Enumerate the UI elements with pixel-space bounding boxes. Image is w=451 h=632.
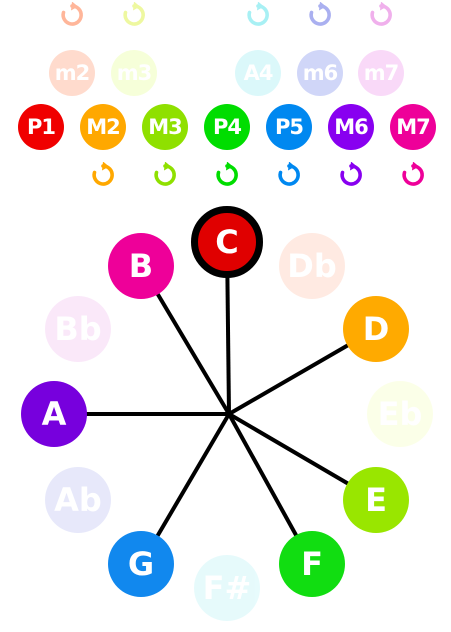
interval-button-m2[interactable]: m2 (49, 50, 95, 96)
interval-button-A4-label: A4 (243, 61, 274, 85)
note-Db[interactable]: Db (279, 233, 345, 299)
cycle-P4-icon[interactable] (213, 161, 241, 190)
interval-button-m3[interactable]: m3 (111, 50, 157, 96)
interval-button-m7[interactable]: m7 (358, 50, 404, 96)
cycle-M3-icon[interactable] (151, 161, 179, 190)
cycle-m6-icon[interactable] (306, 1, 334, 30)
note-A[interactable]: A (21, 381, 87, 447)
note-Db-label: Db (287, 247, 337, 285)
note-G[interactable]: G (108, 531, 174, 597)
note-Eb[interactable]: Eb (367, 381, 433, 447)
interval-button-m6[interactable]: m6 (297, 50, 343, 96)
cycle-M2-icon[interactable] (89, 161, 117, 190)
note-D-label: D (362, 310, 390, 348)
cycle-P5-icon[interactable] (275, 161, 303, 190)
interval-button-P1[interactable]: P1 (18, 104, 64, 150)
note-Bb-label: Bb (54, 310, 102, 348)
note-Fsharp-label: F# (202, 569, 252, 607)
cycle-M6-icon[interactable] (337, 161, 365, 190)
note-B[interactable]: B (108, 233, 174, 299)
interval-button-m6-label: m6 (302, 61, 338, 85)
interval-button-P5-label: P5 (274, 115, 304, 139)
note-B-label: B (128, 247, 154, 285)
note-C[interactable]: C (191, 206, 263, 278)
note-Bb[interactable]: Bb (45, 296, 111, 362)
interval-button-m7-label: m7 (363, 61, 399, 85)
note-F[interactable]: F (279, 531, 345, 597)
note-G-label: G (127, 545, 155, 583)
interval-button-M7[interactable]: M7 (390, 104, 436, 150)
note-A-label: A (41, 395, 67, 433)
interval-button-P1-label: P1 (26, 115, 56, 139)
note-F-label: F (301, 545, 323, 583)
interval-button-m3-label: m3 (116, 61, 152, 85)
interval-button-M6-label: M6 (334, 115, 369, 139)
interval-button-P5[interactable]: P5 (266, 104, 312, 150)
cycle-a4-icon[interactable] (244, 1, 272, 30)
cycle-m7-icon[interactable] (367, 1, 395, 30)
interval-button-m2-label: m2 (54, 61, 90, 85)
note-C-label: C (215, 223, 239, 261)
interval-button-M2-label: M2 (86, 115, 121, 139)
interval-button-P4-label: P4 (212, 115, 242, 139)
interval-button-M2[interactable]: M2 (80, 104, 126, 150)
note-E[interactable]: E (343, 467, 409, 533)
interval-button-M3-label: M3 (148, 115, 183, 139)
cycle-m2-icon[interactable] (58, 1, 86, 30)
interval-button-M6[interactable]: M6 (328, 104, 374, 150)
note-Fsharp[interactable]: F# (194, 555, 260, 621)
interval-button-M7-label: M7 (396, 115, 431, 139)
interval-button-M3[interactable]: M3 (142, 104, 188, 150)
note-E-label: E (365, 481, 387, 519)
note-Ab-label: Ab (54, 481, 102, 519)
interval-button-P4[interactable]: P4 (204, 104, 250, 150)
note-Ab[interactable]: Ab (45, 467, 111, 533)
note-D[interactable]: D (343, 296, 409, 362)
note-Eb-label: Eb (377, 395, 423, 433)
cycle-M7-icon[interactable] (399, 161, 427, 190)
cycle-m3-icon[interactable] (120, 1, 148, 30)
interval-button-A4[interactable]: A4 (235, 50, 281, 96)
